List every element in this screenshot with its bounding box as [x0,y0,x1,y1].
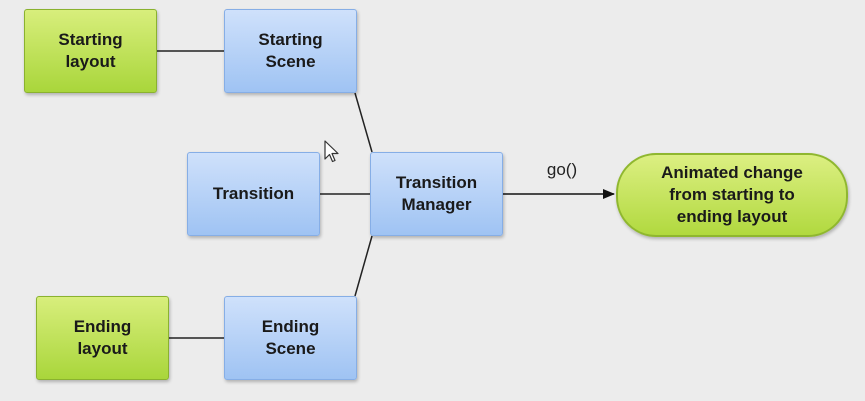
ending-layout-node: Ending layout [36,296,169,380]
go-edge-label: go() [546,160,578,179]
transition-manager-node: Transition Manager [370,152,503,236]
starting-scene-node: Starting Scene [224,9,357,93]
starting-layout-node: Starting layout [24,9,157,93]
transition-node: Transition [187,152,320,236]
edge-starting-scene-to-manager [354,92,373,153]
edge-ending-scene-to-manager [354,235,373,297]
ending-scene-node: Ending Scene [224,296,357,380]
mouse-pointer-icon [324,140,339,163]
animated-change-node: Animated change from starting to ending … [616,153,848,237]
